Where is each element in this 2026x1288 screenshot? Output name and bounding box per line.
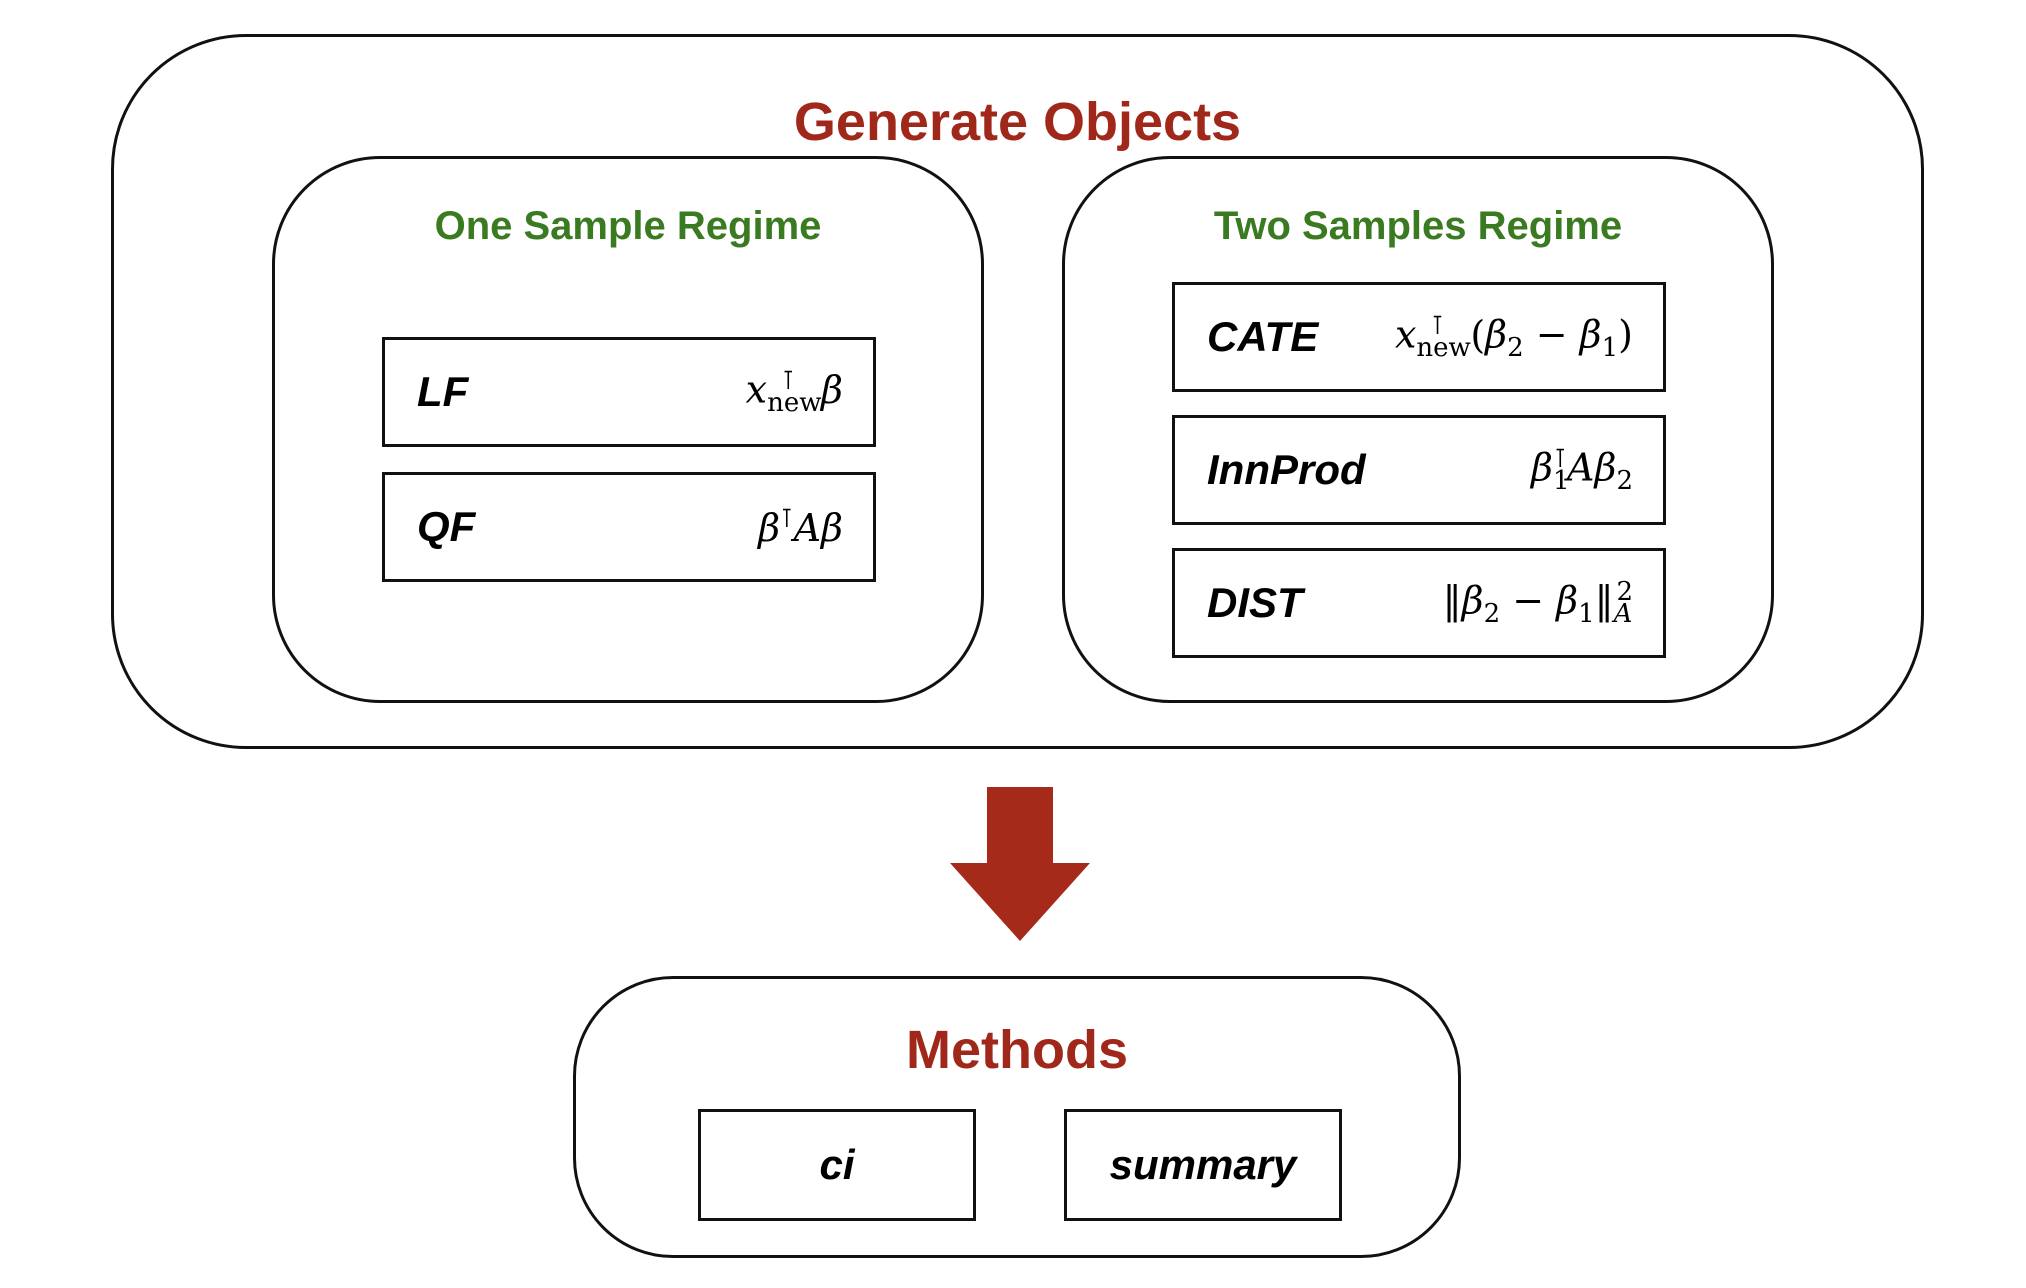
object-name-lf: LF	[417, 368, 469, 415]
object-formula-dist: ‖β2 − β1‖A2	[1442, 576, 1633, 630]
generate-objects-title: Generate Objects	[793, 92, 1242, 152]
object-box-innprod: InnProd β1⊺Aβ2	[1172, 415, 1666, 525]
one-sample-regime-title: One Sample Regime	[434, 204, 822, 248]
method-label-ci: ci	[819, 1141, 855, 1188]
method-label-summary: summary	[1109, 1141, 1297, 1188]
object-formula-lf: xnew⊺β	[745, 365, 843, 419]
object-box-cate: CATE xnew⊺(β2 − β1)	[1172, 282, 1666, 392]
two-samples-regime-title: Two Samples Regime	[1213, 204, 1623, 248]
object-box-lf: LF xnew⊺β	[382, 337, 876, 447]
object-name-qf: QF	[417, 503, 476, 550]
object-formula-qf: β⊺Aβ	[758, 504, 843, 550]
object-name-cate: CATE	[1207, 313, 1319, 360]
object-box-dist: DIST ‖β2 − β1‖A2	[1172, 548, 1666, 658]
down-arrow-icon	[950, 787, 1090, 941]
methods-panel: Methods ci summary	[573, 976, 1461, 1258]
one-sample-regime-panel: One Sample Regime LF xnew⊺β QF β⊺Aβ	[272, 156, 984, 703]
method-box-ci: ci	[698, 1109, 976, 1221]
method-box-summary: summary	[1064, 1109, 1342, 1221]
object-formula-cate: xnew⊺(β2 − β1)	[1394, 310, 1633, 364]
object-box-qf: QF β⊺Aβ	[382, 472, 876, 582]
object-name-innprod: InnProd	[1207, 446, 1366, 493]
object-formula-innprod: β1⊺Aβ2	[1530, 443, 1633, 497]
methods-title: Methods	[906, 1020, 1128, 1080]
object-name-dist: DIST	[1207, 579, 1303, 626]
two-samples-regime-panel: Two Samples Regime CATE xnew⊺(β2 − β1) I…	[1062, 156, 1774, 703]
